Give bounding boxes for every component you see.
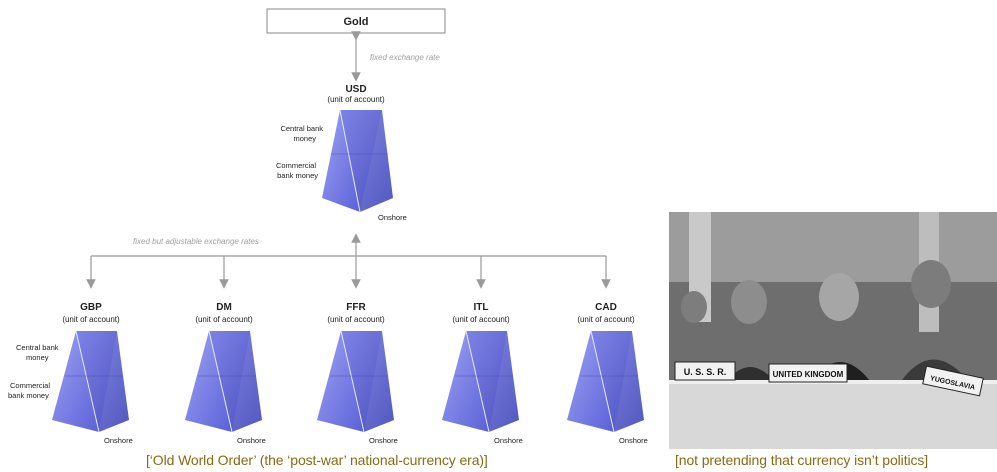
left-caption: [‘Old World Order’ (the ‘post-war’ natio… [146,452,488,468]
right-caption: [not pretending that currency isn’t poli… [675,452,929,468]
prism [185,330,262,433]
fixed-rate-label: fixed exchange rate [370,53,440,62]
onshore-label: Onshore [619,436,648,445]
currency-node-cad: CAD (unit of account) Onshore [567,256,648,445]
onshore-label: Onshore [494,436,523,445]
onshore-label: Onshore [237,436,266,445]
currency-label: ITL [474,302,489,313]
bretton-woods-photo: U. S. S. R. UNITED KINGDOM YUGOSLAVIA [669,212,997,449]
currency-node-itl: ITL (unit of account) Onshore [442,256,523,445]
currency-label: DM [216,302,232,313]
currency-subtitle: (unit of account) [452,315,510,324]
currency-subtitle: (unit of account) [327,315,385,324]
usd-subtitle: (unit of account) [327,95,385,104]
currency-label: GBP [80,302,102,313]
currency-label: CAD [595,302,617,313]
currency-node-gbp: GBP (unit of account) Onshore [52,256,133,445]
currency-nodes: GBP (unit of account) Onshore DM (unit of ac… [52,256,648,445]
prism [317,330,394,433]
onshore-label: Onshore [369,436,398,445]
placard-united-kingdom: UNITED KINGDOM [773,370,844,379]
currency-subtitle: (unit of account) [195,315,253,324]
currency-node-ffr: FFR (unit of account) Onshore [317,256,398,445]
currency-subtitle: (unit of account) [62,315,120,324]
prism [52,330,129,433]
currency-node-dm: DM (unit of account) Onshore [185,256,266,445]
prism [442,330,519,433]
usd-label: USD [345,84,366,95]
usd-onshore-label: Onshore [378,213,407,222]
onshore-label: Onshore [104,436,133,445]
gold-node: Gold [266,8,446,34]
currency-subtitle: (unit of account) [577,315,635,324]
placard-ussr: U. S. S. R. [684,367,727,377]
gold-label: Gold [343,16,368,28]
currency-label: FFR [346,302,366,313]
prism [567,330,644,433]
adjustable-rates-label: fixed but adjustable exchange rates [133,237,259,246]
usd-prism [322,109,393,213]
